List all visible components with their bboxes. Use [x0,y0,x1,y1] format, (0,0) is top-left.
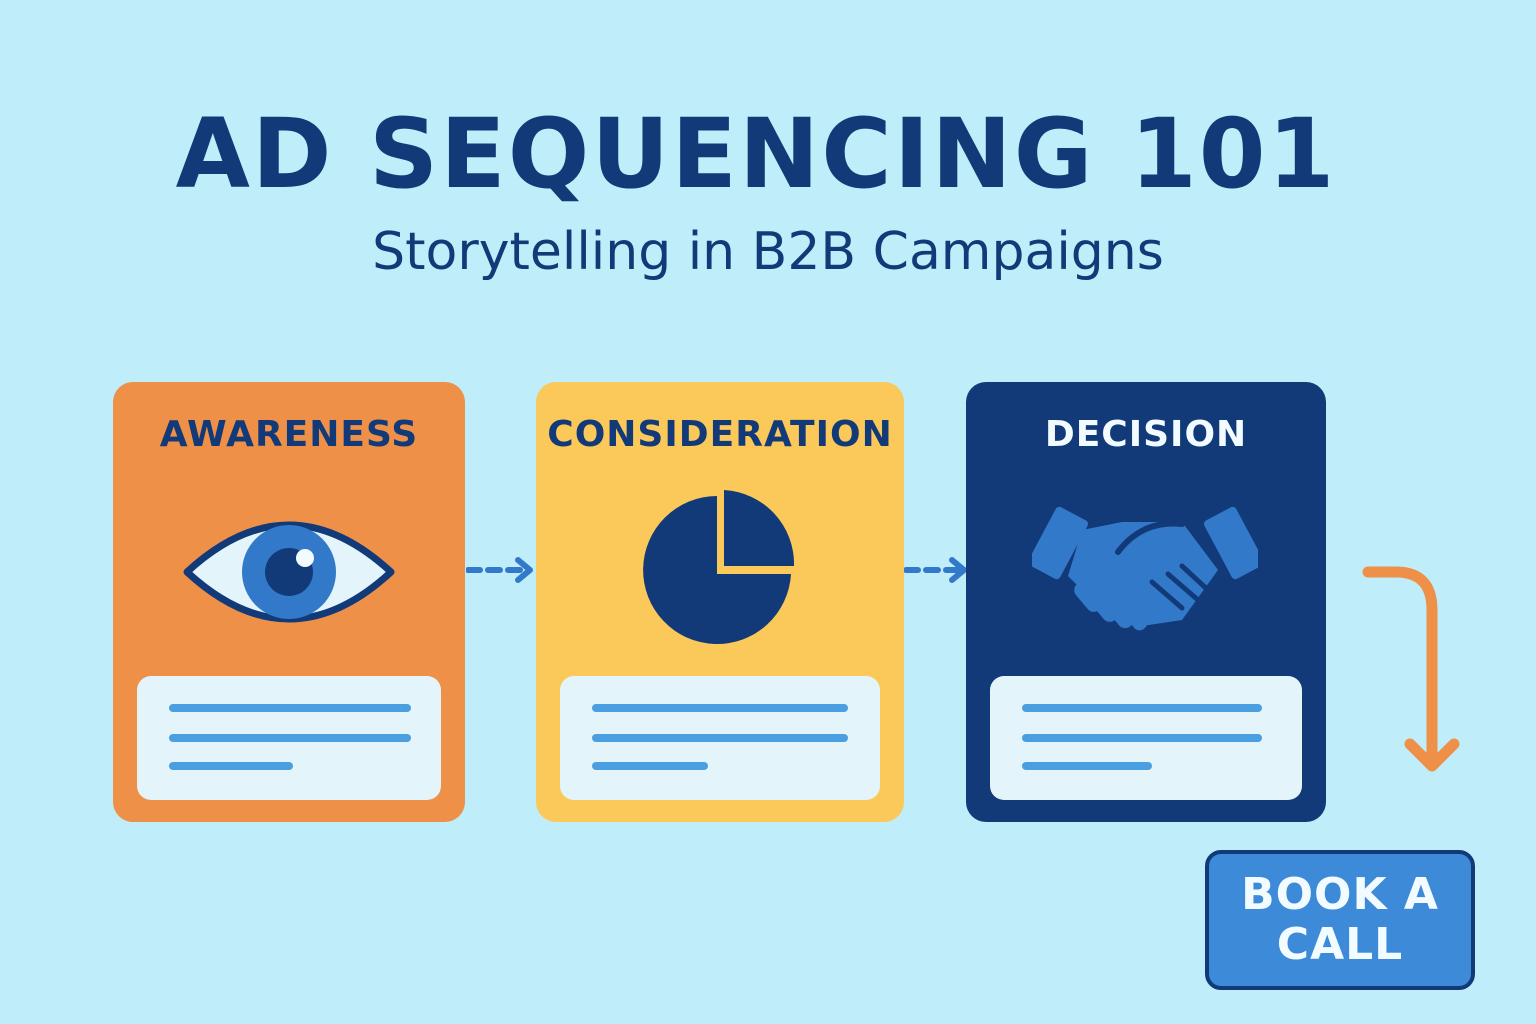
stage-card-consideration: CONSIDERATION [536,382,904,822]
ad-copy-placeholder [990,676,1302,800]
book-a-call-label: BOOK A CALL [1241,869,1439,970]
pie-chart-icon [643,490,795,644]
page-subtitle: Storytelling in B2B Campaigns [372,222,1164,282]
book-a-call-button[interactable]: BOOK A CALL [1205,850,1475,990]
stage-card-awareness: AWARENESS [113,382,465,822]
stage-label: AWARENESS [159,414,419,455]
ad-copy-placeholder [137,676,441,800]
curved-arrow-down-icon [1362,566,1460,772]
stage-label: CONSIDERATION [547,414,893,455]
eye-icon [183,521,395,623]
dashed-arrow-icon [466,557,533,583]
page-title: AD SEQUENCING 101 [175,98,1337,210]
stage-card-decision: DECISION [966,382,1326,822]
stage-label: DECISION [1044,414,1248,455]
handshake-icon [1032,506,1258,631]
dashed-arrow-icon [904,557,967,583]
ad-copy-placeholder [560,676,880,800]
